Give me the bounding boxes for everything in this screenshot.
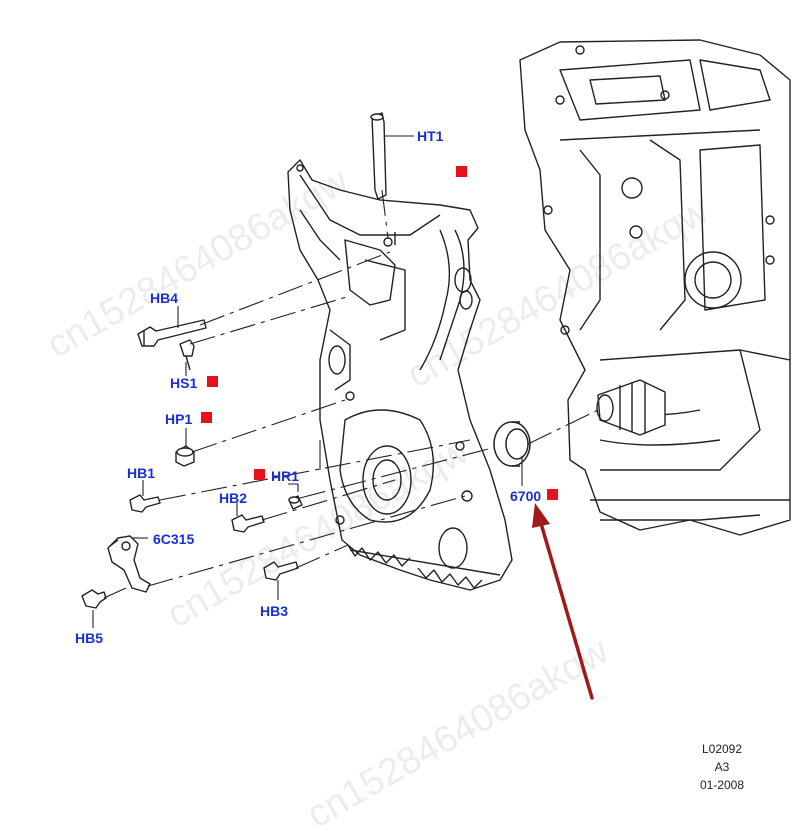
callout-hb2: HB2 [219,490,248,506]
reference-date: 01-2008 [699,778,745,792]
red-square-icon [207,376,218,387]
callout-hb3: HB3 [260,603,289,619]
red-square-icon [254,469,265,480]
leader-lines [92,135,523,628]
callout-hb4: HB4 [150,290,179,306]
callout-6c315: 6C315 [153,531,195,547]
callout-hp1: HP1 [165,411,193,427]
callout-hb1: HB1 [127,465,156,481]
parts-diagram: cn1528464086akqw cn1528464086akqw cn1528… [40,39,791,836]
red-square-icon [456,166,467,177]
callout-hb5: HB5 [75,630,104,646]
timing-cover [287,159,513,591]
engine-block [519,39,791,536]
red-square-icon [201,412,212,423]
exploded-view-drawing [81,39,791,700]
red-square-icon [547,489,558,500]
crankshaft-oil-seal [493,421,531,467]
callout-ht1: HT1 [417,128,444,144]
reference-code: L02092 [701,742,743,756]
reference-sheet: A3 [714,760,730,774]
callout-hs1: HS1 [170,375,198,391]
fasteners [81,112,387,609]
red-arrow-icon [532,503,594,700]
callout-hr1: HR1 [271,468,300,484]
assembly-lines [103,189,599,599]
callout-6700: 6700 [510,488,542,504]
